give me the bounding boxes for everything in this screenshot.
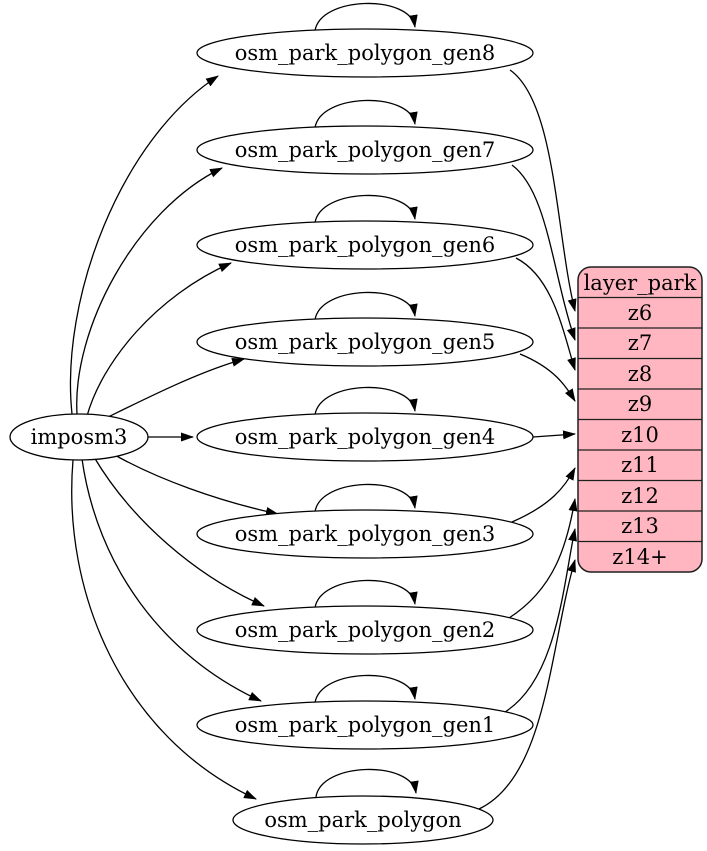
table-node-label: osm_park_polygon_gen2: [235, 618, 496, 642]
edges-to-layer: [478, 69, 578, 810]
self-loop-gen3: [314, 483, 418, 513]
edge-gen7-z7: [511, 164, 576, 341]
table-node-label: osm_park_polygon_gen5: [235, 330, 496, 354]
self-loop-gen7: [314, 99, 418, 129]
table-node-ellipse: [196, 700, 534, 750]
layer-park-node: layer_park z6 z7 z8 z9 z10 z11 z12 z13 z…: [577, 266, 703, 573]
self-loop-osm-park-polygon: [315, 768, 419, 798]
table-node-label: osm_park_polygon_gen1: [235, 713, 496, 737]
table-node-label: osm_park_polygon: [264, 808, 461, 832]
edge-osm-park-polygon-z14: [478, 559, 576, 810]
table-node-ellipse: [232, 795, 494, 845]
source-node-label: imposm3: [31, 425, 128, 449]
layer-park-row-z14: z14+: [612, 545, 667, 569]
edge-gen4-z10: [532, 430, 576, 440]
self-loop-gen6: [314, 194, 418, 224]
edge-gen5-z9: [519, 353, 576, 402]
table-node-ellipse: [196, 317, 534, 367]
source-node-imposm3: imposm3: [9, 413, 149, 461]
table-node-gen5: osm_park_polygon_gen5: [196, 317, 534, 367]
table-node-label: osm_park_polygon_gen3: [235, 522, 496, 546]
layer-park-row-z13: z13: [621, 514, 659, 538]
self-loop-gen1: [314, 674, 418, 704]
table-node-label: osm_park_polygon_gen8: [235, 41, 496, 65]
edge-gen6-z8: [515, 257, 576, 371]
table-node-ellipse: [196, 220, 534, 270]
edge-gen1-z13: [504, 528, 577, 713]
layer-park-row-z7: z7: [628, 331, 652, 355]
table-node-gen2: osm_park_polygon_gen2: [196, 605, 534, 655]
edge-imposm3-gen5: [103, 357, 245, 420]
table-node-gen8: osm_park_polygon_gen8: [196, 28, 534, 78]
edge-imposm3-gen6: [86, 262, 232, 417]
table-node-osm-park-polygon: osm_park_polygon: [232, 795, 494, 845]
layer-park-row-z6: z6: [628, 301, 652, 325]
table-node-label: osm_park_polygon_gen6: [235, 233, 496, 257]
table-node-ellipse: [196, 125, 534, 175]
self-loop-gen4: [314, 386, 418, 416]
self-loop-gen8: [314, 2, 418, 32]
edge-imposm3-gen3: [112, 453, 279, 516]
layer-park-row-z11: z11: [621, 453, 659, 477]
table-node-gen1: osm_park_polygon_gen1: [196, 700, 534, 750]
edge-imposm3-gen1: [81, 458, 262, 702]
edge-gen3-z11: [511, 467, 576, 523]
layer-park-row-z8: z8: [628, 362, 652, 386]
layer-park-row-z10: z10: [621, 423, 659, 447]
layer-park-title: layer_park: [584, 271, 697, 295]
layer-park-row-z12: z12: [621, 484, 659, 508]
self-loop-gen5: [314, 291, 418, 321]
table-node-ellipse: [196, 605, 534, 655]
self-loop-gen2: [314, 579, 418, 609]
edge-imposm3-gen8: [69, 75, 219, 415]
edge-imposm3-osm-park-polygon: [71, 459, 257, 800]
edge-imposm3-gen2: [93, 456, 265, 607]
edge-imposm3-gen7: [76, 167, 223, 415]
layer-park-row-z9: z9: [628, 392, 652, 416]
source-node-ellipse: [9, 413, 149, 461]
table-node-gen3: osm_park_polygon_gen3: [196, 509, 534, 559]
table-node-gen7: osm_park_polygon_gen7: [196, 125, 534, 175]
table-node-ellipse: [196, 412, 534, 462]
table-node-ellipse: [196, 509, 534, 559]
table-node-gen4: osm_park_polygon_gen4: [196, 412, 534, 462]
table-node-label: osm_park_polygon_gen4: [235, 425, 496, 449]
edges-from-source: [69, 75, 279, 800]
table-node-label: osm_park_polygon_gen7: [235, 138, 496, 162]
table-node-ellipse: [196, 28, 534, 78]
edge-gen2-z12: [508, 498, 578, 619]
table-node-gen6: osm_park_polygon_gen6: [196, 220, 534, 270]
table-self-loops: [314, 2, 419, 798]
edge-gen8-z6: [509, 69, 577, 312]
